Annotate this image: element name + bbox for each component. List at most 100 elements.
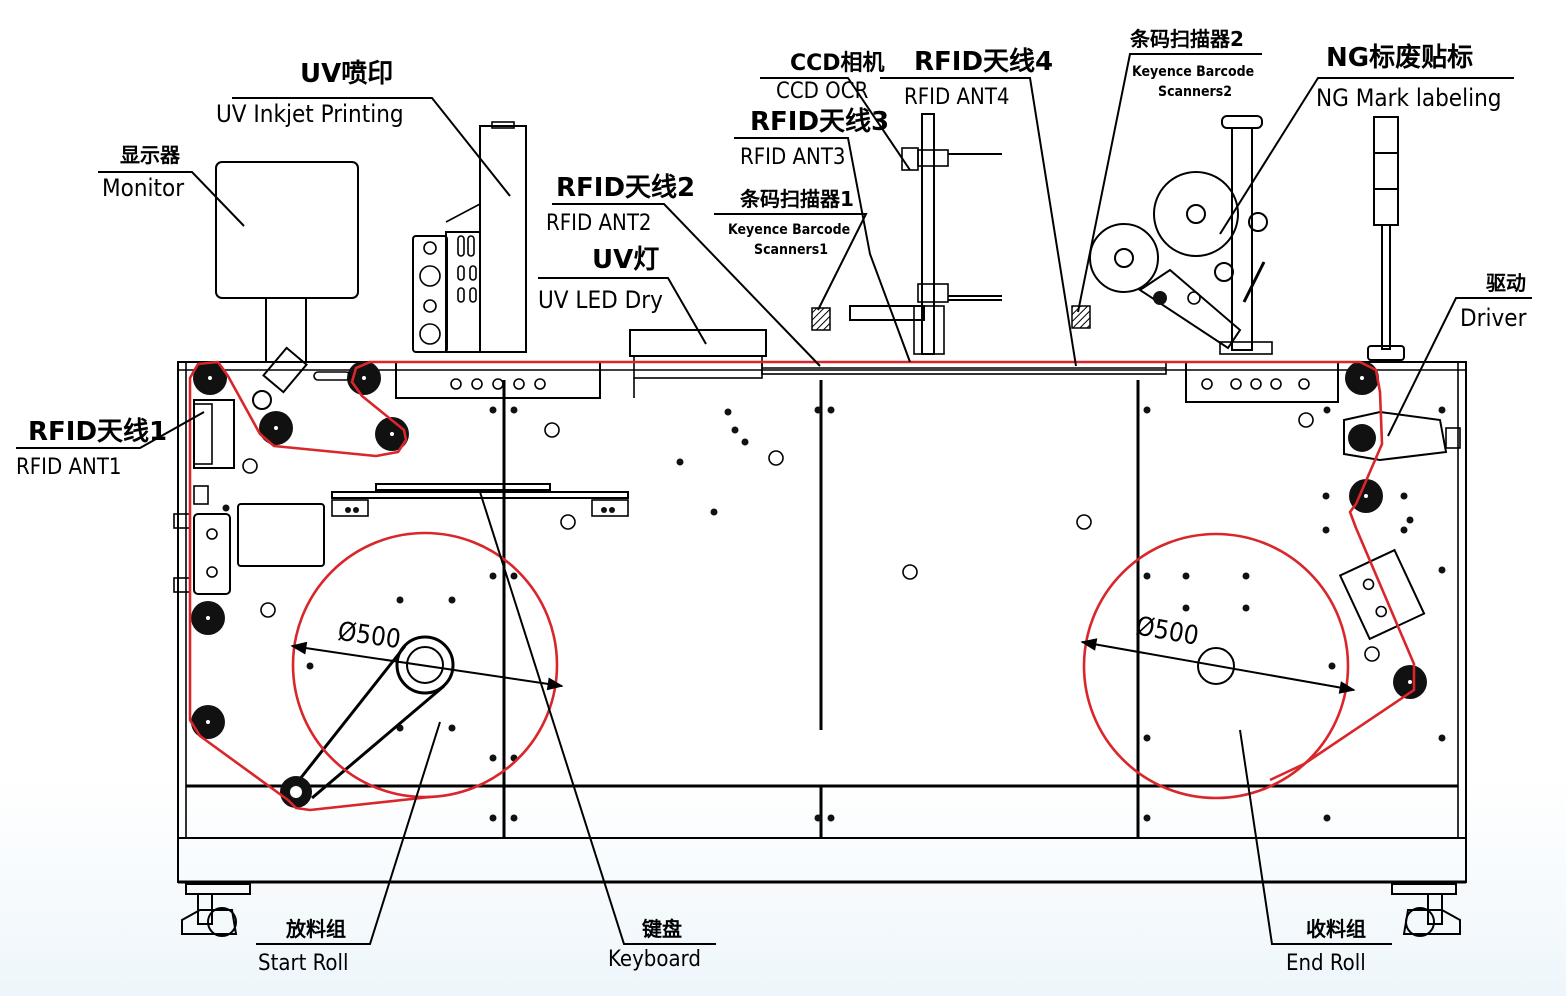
callout-end-roll: 收料组 End Roll [1286, 917, 1366, 976]
callout-rfid1: RFID天线1 RFID ANT1 [16, 417, 167, 480]
roller-center [1408, 680, 1412, 684]
mounting-hole [814, 814, 822, 822]
outlet-guide-block [1185, 361, 1339, 403]
driver-unit [1343, 410, 1461, 462]
ng-labeler [1089, 115, 1273, 355]
mounting-hole [741, 438, 749, 446]
mounting-hole [489, 754, 497, 762]
end-roll-diameter: Ø500 [1134, 611, 1201, 651]
mounting-hole [1322, 492, 1330, 500]
roller-center [206, 616, 210, 620]
end-roll-en: End Roll [1286, 951, 1366, 976]
roller-center [1360, 376, 1364, 380]
barcode2-zh: 条码扫描器2 [1130, 27, 1244, 51]
roller-center [362, 376, 366, 380]
callout-uv-printing: UV喷印 UV Inkjet Printing [216, 59, 404, 128]
mounting-hole [1406, 516, 1414, 524]
mounting-hole [1328, 662, 1336, 670]
mounting-hole [827, 814, 835, 822]
left-clamp [173, 485, 325, 595]
ccd-camera-stand [849, 113, 1002, 355]
uv-printing-zh: UV喷印 [300, 59, 393, 89]
uv-led-dryer [629, 329, 767, 398]
mounting-hole [814, 406, 822, 414]
start-roll-en: Start Roll [258, 951, 349, 976]
start-roll-diameter: Ø500 [336, 617, 403, 655]
callout-start-roll: 放料组 Start Roll [258, 917, 349, 976]
mounting-hole [489, 814, 497, 822]
mounting-hole [1143, 406, 1151, 414]
access-hole [260, 602, 276, 618]
rfid1-zh: RFID天线1 [28, 417, 167, 447]
rfid1-en: RFID ANT1 [16, 455, 122, 480]
mounting-hole [1438, 406, 1446, 414]
access-hole [242, 458, 258, 474]
access-hole [544, 422, 560, 438]
keyboard-tray [331, 483, 629, 517]
monitor-en: Monitor [102, 174, 184, 202]
callout-monitor: 显示器 Monitor [102, 143, 184, 202]
mounting-hole [1242, 604, 1250, 612]
rfid2-en: RFID ANT2 [546, 211, 652, 236]
mounting-hole [1322, 526, 1330, 534]
mounting-hole [1323, 814, 1331, 822]
access-hole [1364, 646, 1380, 662]
callout-barcode1: 条码扫描器1 Keyence Barcode Scanners1 [728, 187, 854, 258]
roller-center [1364, 494, 1368, 498]
mounting-hole [676, 458, 684, 466]
callout-ng-labeling: NG标废贴标 NG Mark labeling [1316, 42, 1501, 112]
monitor-zh: 显示器 [120, 143, 181, 167]
callout-driver: 驱动 Driver [1460, 271, 1527, 332]
inlet-guide-block [395, 361, 601, 399]
web-path [188, 360, 1416, 812]
mounting-hole [222, 504, 230, 512]
mounting-hole [510, 406, 518, 414]
barcode1-en-line2: Scanners1 [754, 242, 828, 258]
ccd-en: CCD OCR [776, 79, 869, 104]
barcode1-en-line1: Keyence Barcode [728, 222, 850, 238]
roller-center [206, 720, 210, 724]
keyboard-en: Keyboard [608, 947, 701, 972]
mounting-hole [306, 662, 314, 670]
mounting-hole [510, 572, 518, 580]
leader-lines [16, 53, 1532, 945]
start-roll-zh: 放料组 [285, 917, 346, 941]
rfid2-zh: RFID天线2 [556, 173, 695, 203]
caster-right [1391, 883, 1461, 937]
mounting-hole [1143, 814, 1151, 822]
uv-inkjet-printer [412, 121, 527, 353]
mounting-hole [724, 408, 732, 416]
callout-rfid4: RFID天线4 RFID ANT4 [904, 47, 1053, 110]
barcode1-zh: 条码扫描器1 [740, 187, 854, 211]
caster-left [181, 883, 251, 937]
mounting-hole [396, 596, 404, 604]
mounting-hole [1242, 572, 1250, 580]
access-hole [1298, 412, 1314, 428]
uv-printing-en: UV Inkjet Printing [216, 100, 404, 128]
callout-ccd: CCD相机 CCD OCR [776, 51, 885, 104]
mounting-hole [1400, 492, 1408, 500]
mounting-hole [1438, 734, 1446, 742]
mounting-hole [1182, 572, 1190, 580]
right-clamp [1338, 548, 1426, 641]
barcode2-en-line2: Scanners2 [1158, 84, 1232, 100]
roller-center [208, 376, 212, 380]
rfid3-en: RFID ANT3 [740, 145, 846, 170]
mounting-holes [222, 406, 1446, 822]
driver-zh: 驱动 [1486, 271, 1526, 295]
access-hole [560, 514, 576, 530]
mounting-hole [1438, 566, 1446, 574]
ng-label-en: NG Mark labeling [1316, 84, 1501, 112]
end-roll-zh: 收料组 [1306, 917, 1366, 941]
callout-keyboard: 键盘 Keyboard [608, 917, 701, 972]
mounting-hole [1323, 406, 1331, 414]
rfid-antenna-1 [193, 399, 235, 469]
access-hole [1076, 514, 1092, 530]
ccd-zh: CCD相机 [790, 51, 885, 76]
uv-lamp-en: UV LED Dry [538, 286, 663, 314]
mounting-hole [448, 724, 456, 732]
dimension-end-roll: Ø500 [1080, 611, 1356, 694]
rfid4-en: RFID ANT4 [904, 85, 1010, 110]
mounting-hole [731, 426, 739, 434]
driver-en: Driver [1460, 304, 1527, 332]
